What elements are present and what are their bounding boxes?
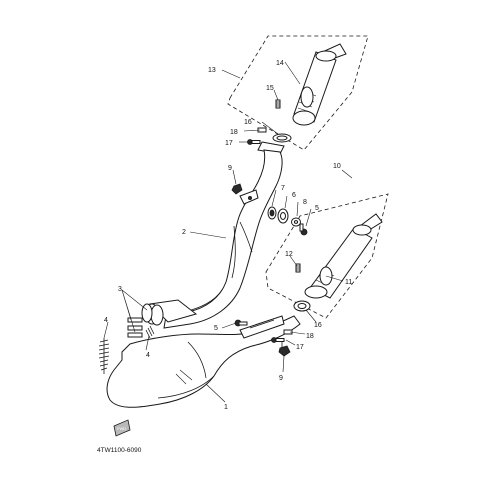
spring-4-left <box>98 338 110 374</box>
callout-4-left: 4 <box>104 317 108 324</box>
nut-9-lower <box>278 342 291 357</box>
callout-13: 13 <box>208 67 216 74</box>
lower-silencer <box>304 213 383 299</box>
rings-3 <box>127 317 143 338</box>
front-badge-label: FWD <box>117 426 126 431</box>
callout-15: 15 <box>266 85 274 92</box>
callout-labels: 13 14 15 16 18 17 9 7 6 8 5 10 2 3 4 4 5… <box>104 60 352 411</box>
bolt-5-upper <box>299 223 308 236</box>
callout-10: 10 <box>333 163 341 170</box>
callout-11: 11 <box>345 279 352 286</box>
callout-16-lower: 16 <box>314 322 322 329</box>
gasket-16-lower <box>293 300 311 312</box>
spring-4-right <box>145 325 155 339</box>
nut-9-upper <box>231 183 243 195</box>
bolt-12 <box>295 263 301 273</box>
callout-2: 2 <box>182 229 186 236</box>
callout-12: 12 <box>285 251 293 258</box>
callout-18-lower: 18 <box>306 333 314 340</box>
collar-6 <box>277 208 289 224</box>
group-box-10 <box>265 193 389 319</box>
callout-8: 8 <box>303 199 307 206</box>
bolt-17-lower <box>271 337 285 343</box>
callout-1: 1 <box>224 404 228 411</box>
callout-4-right: 4 <box>146 352 150 359</box>
bolt-17-upper <box>247 139 261 145</box>
exhaust-pipe-1 <box>106 315 301 408</box>
bolt-15 <box>275 99 281 109</box>
bolt-5-lower <box>234 319 248 327</box>
group-box-13 <box>227 35 369 151</box>
callout-18-upper: 18 <box>230 129 238 136</box>
callout-14: 14 <box>276 60 284 67</box>
diagram-code: 4TW1100-6090 <box>97 447 142 454</box>
upper-silencer <box>292 43 347 126</box>
damper-7 <box>267 206 277 220</box>
manifold-tube <box>141 299 198 326</box>
callout-6: 6 <box>292 192 296 199</box>
leader-lines <box>103 61 353 403</box>
callout-17-upper: 17 <box>225 140 233 147</box>
callout-3: 3 <box>118 286 122 293</box>
washer-8 <box>291 217 301 227</box>
callout-9-lower: 9 <box>279 375 283 382</box>
callout-16-upper: 16 <box>244 119 252 126</box>
front-arrow-icon: FWD <box>113 419 131 437</box>
callout-5-upper: 5 <box>315 205 319 212</box>
gasket-16-upper <box>272 133 292 143</box>
callout-17-lower: 17 <box>296 344 304 351</box>
callout-9-upper: 9 <box>228 165 232 172</box>
callout-5-lower: 5 <box>214 325 218 332</box>
callout-7: 7 <box>281 185 285 192</box>
